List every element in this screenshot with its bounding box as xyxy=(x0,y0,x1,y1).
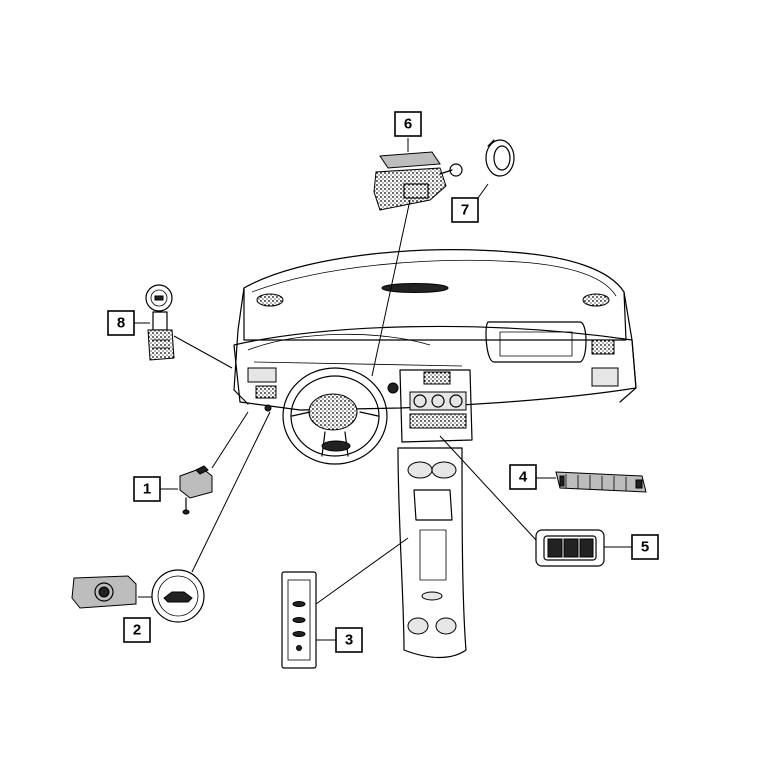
dashboard-illustration xyxy=(233,249,637,659)
callout-6: 6 xyxy=(394,111,422,137)
callout-1-label: 1 xyxy=(143,481,151,498)
part-switch-bezel-panel xyxy=(281,571,317,669)
part-ring-bezel xyxy=(485,139,515,177)
callout-3-label: 3 xyxy=(345,632,353,649)
part-window-switch xyxy=(535,529,605,567)
leader-8-to-panel xyxy=(173,335,233,369)
callout-7: 7 xyxy=(451,197,479,223)
part-switch-connector xyxy=(179,465,213,515)
leader-6-to-column xyxy=(371,199,411,377)
callout-5: 5 xyxy=(631,534,659,560)
leader-1-to-panel xyxy=(211,411,249,469)
leader-5-to-console xyxy=(439,435,537,541)
callout-4: 4 xyxy=(509,464,537,490)
callout-7-label: 7 xyxy=(461,202,469,219)
callout-8: 8 xyxy=(107,310,135,336)
callout-1: 1 xyxy=(133,476,161,502)
callout-5-label: 5 xyxy=(641,539,649,556)
leader-7 xyxy=(477,183,489,199)
callout-4-label: 4 xyxy=(519,469,528,486)
callout-2-label: 2 xyxy=(133,622,141,639)
callout-2: 2 xyxy=(123,617,151,643)
part-switch-strip xyxy=(555,471,647,493)
part-steering-column-switch xyxy=(373,151,463,211)
callout-3: 3 xyxy=(335,627,363,653)
leader-2-to-panel xyxy=(191,411,271,573)
leader-3-to-console xyxy=(315,537,409,605)
part-ignition-switch xyxy=(145,284,175,361)
callout-6-label: 6 xyxy=(404,116,412,133)
callout-8-label: 8 xyxy=(117,315,125,332)
part-trunk-release-switch xyxy=(71,569,205,623)
leader-lines xyxy=(134,138,632,641)
